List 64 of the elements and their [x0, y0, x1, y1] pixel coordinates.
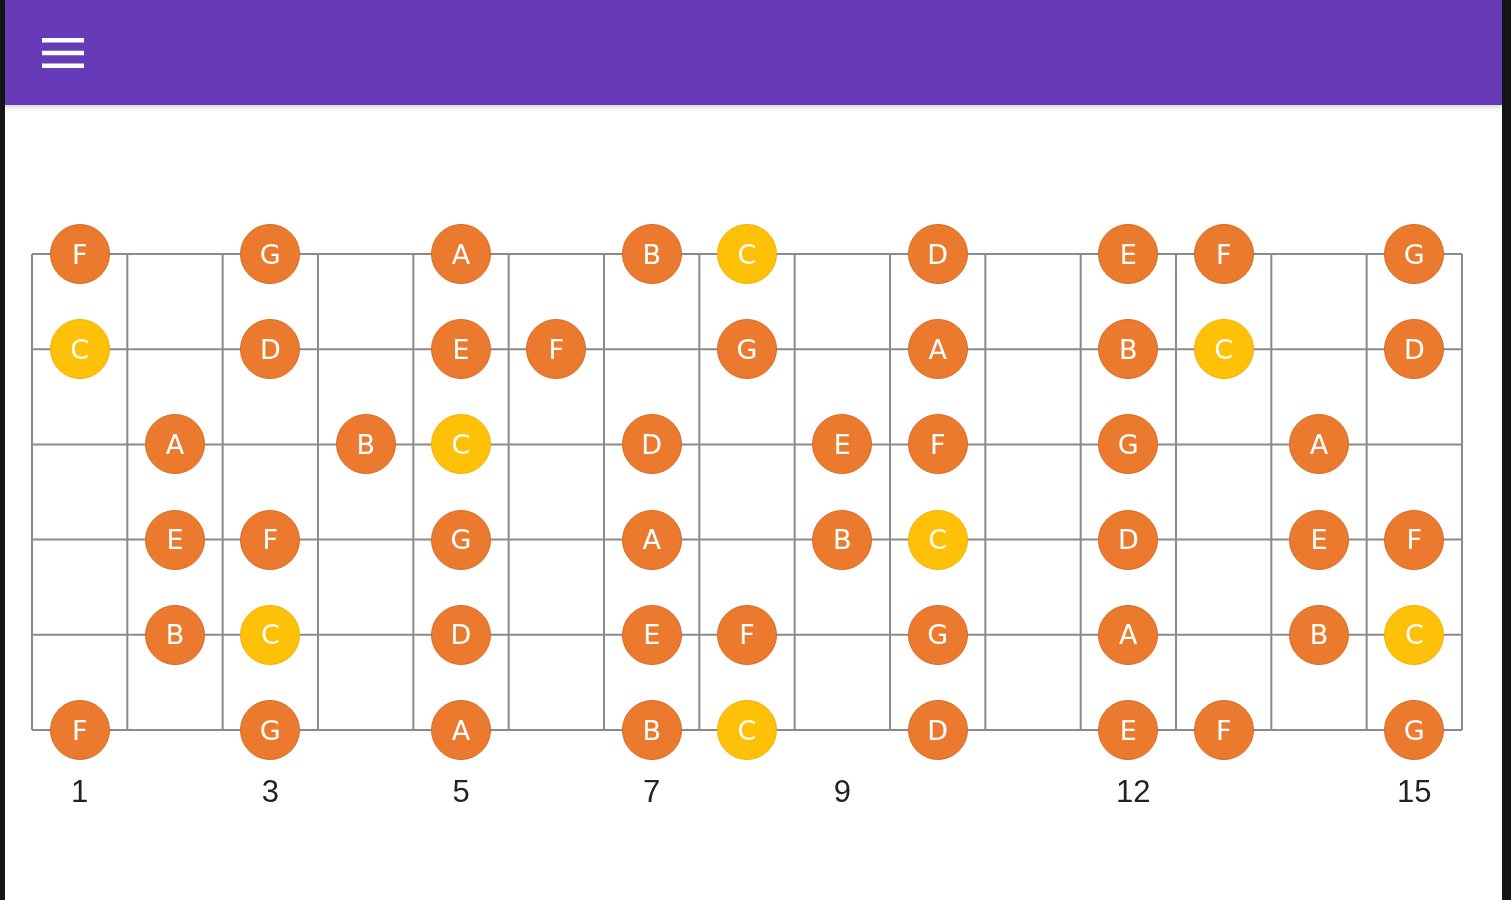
note-name: G — [1117, 430, 1139, 458]
fret-number: 15 — [1397, 776, 1432, 807]
note-name: F — [262, 526, 279, 554]
note-marker — [431, 224, 491, 284]
note-name: F — [71, 716, 88, 744]
note-name: A — [451, 240, 471, 268]
note-name: A — [1119, 621, 1138, 649]
root-note-marker — [717, 700, 777, 760]
note-name: B — [356, 430, 375, 458]
note-name: G — [259, 240, 281, 268]
note-name: F — [1215, 716, 1232, 744]
note-name: C — [70, 335, 90, 363]
note-name: C — [451, 430, 471, 458]
note-name: G — [1403, 716, 1425, 744]
note-name: G — [927, 621, 949, 649]
note-name: B — [1119, 335, 1138, 363]
note-name: B — [1309, 621, 1329, 649]
note-name: A — [451, 716, 471, 744]
note-name: E — [1119, 240, 1137, 268]
note-name: F — [71, 240, 88, 268]
note-name: G — [1403, 240, 1425, 268]
note-name: E — [643, 621, 661, 649]
note-name: E — [833, 430, 851, 458]
note-name: G — [450, 526, 472, 554]
note-name: E — [1310, 526, 1328, 554]
fret-number: 7 — [643, 776, 661, 807]
root-note-marker — [717, 224, 777, 284]
note-name: A — [928, 335, 947, 363]
note-name: E — [166, 526, 184, 554]
note-name: D — [927, 716, 949, 744]
note-name: A — [1309, 430, 1329, 458]
fret-number: 5 — [452, 776, 470, 807]
note-name: C — [1214, 335, 1234, 363]
note-name: A — [642, 526, 661, 554]
note-name: D — [1403, 335, 1425, 363]
note-name: B — [642, 240, 661, 268]
note-name: B — [833, 526, 852, 554]
note-name: C — [260, 621, 280, 649]
note-name: D — [259, 335, 281, 363]
note-name: B — [165, 621, 185, 649]
note-name: B — [642, 716, 661, 744]
note-name: D — [641, 430, 663, 458]
note-name: F — [1215, 240, 1232, 268]
note-name: D — [927, 240, 949, 268]
note-name: C — [737, 716, 757, 744]
note-name: F — [739, 621, 755, 649]
note-name: F — [1406, 526, 1423, 554]
fret-number: 1 — [71, 776, 89, 807]
fret-number: 3 — [261, 776, 279, 807]
note-name: G — [736, 335, 758, 363]
note-name: G — [259, 716, 281, 744]
note-name: E — [1119, 716, 1137, 744]
fret-number: 9 — [833, 776, 851, 807]
note-name: F — [929, 430, 946, 458]
note-name: D — [450, 621, 472, 649]
note-name: C — [928, 526, 948, 554]
note-name: D — [1117, 526, 1139, 554]
note-name: C — [1404, 621, 1424, 649]
note-name: E — [452, 335, 470, 363]
note-name: F — [548, 335, 565, 363]
note-marker — [431, 700, 491, 760]
fret-number: 12 — [1116, 776, 1151, 807]
note-name: A — [165, 430, 185, 458]
note-name: C — [737, 240, 757, 268]
